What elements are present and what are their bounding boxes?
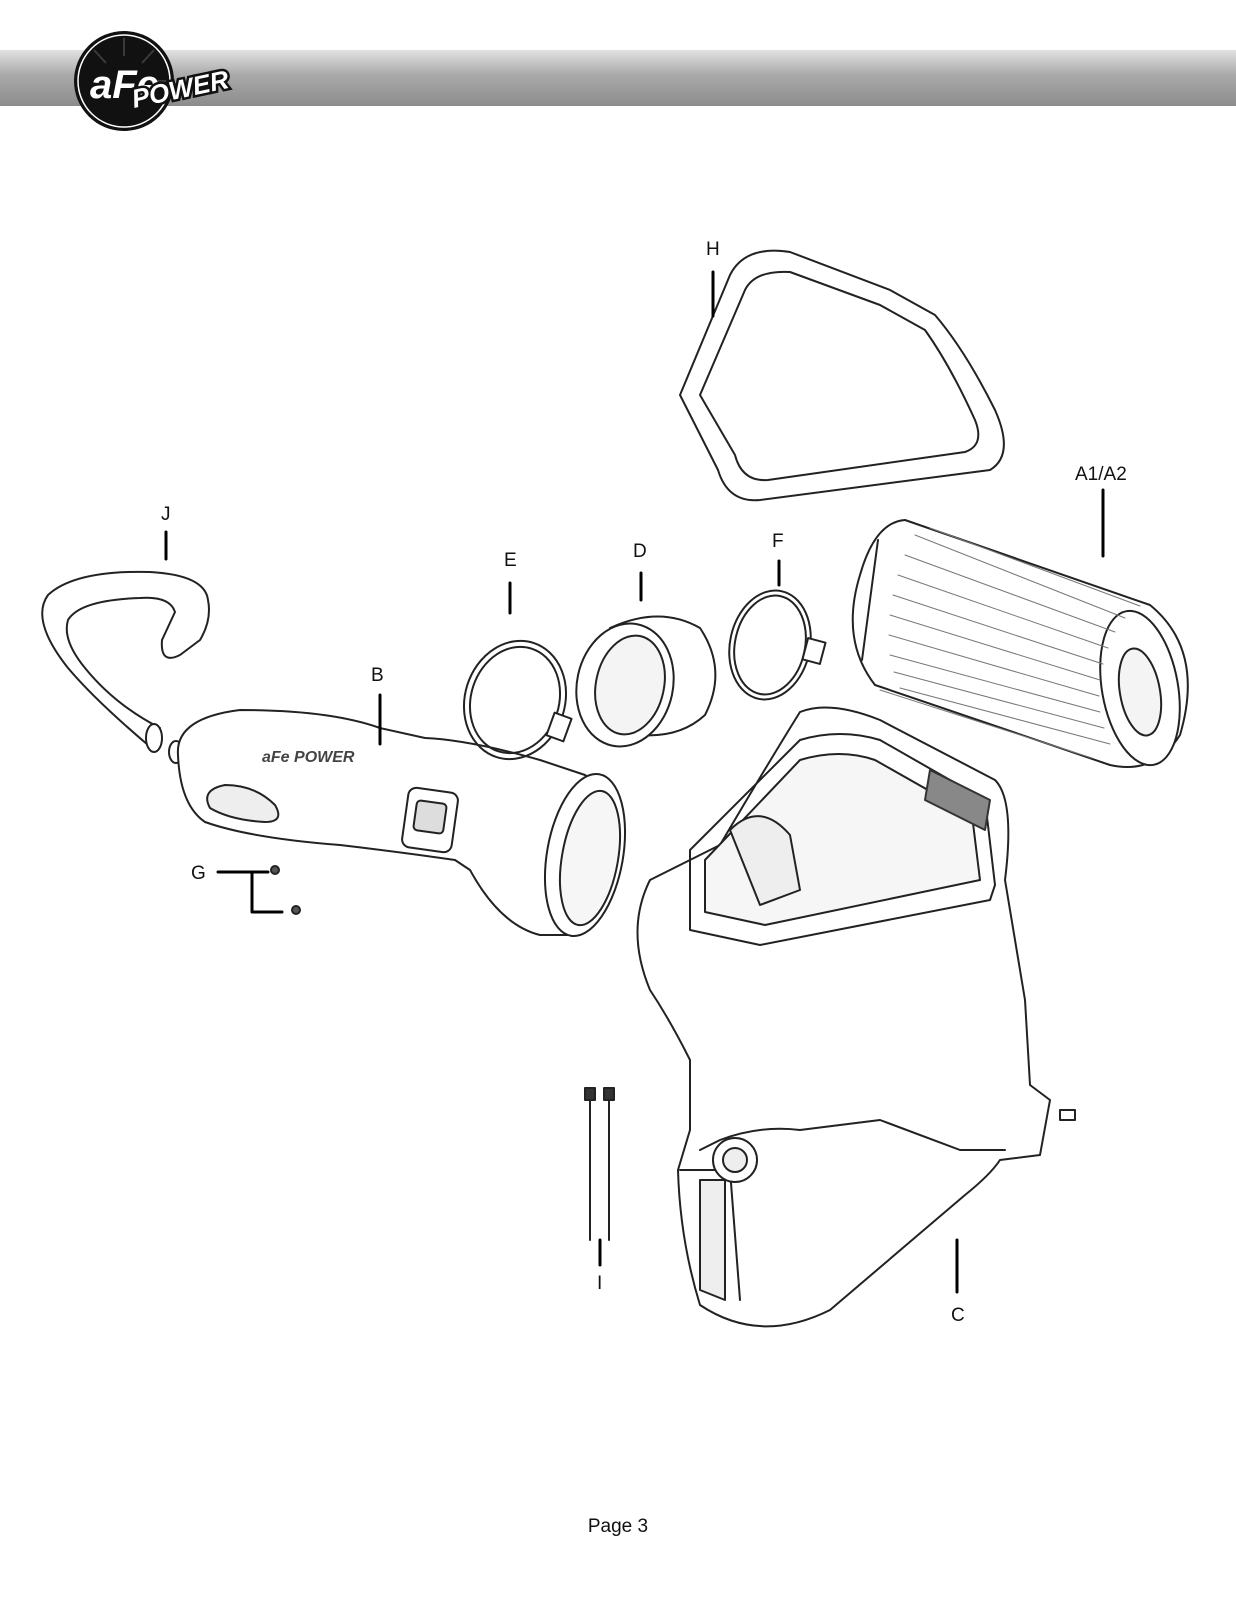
callout-leaders <box>164 270 1105 1294</box>
part-a-air-filter <box>851 519 1189 768</box>
part-h-gasket <box>679 249 1005 502</box>
part-f-clamp <box>728 589 827 701</box>
svg-text:aFe: aFe <box>90 63 159 107</box>
callout-h: H <box>706 239 720 260</box>
callout-a1-a2: A1/A2 <box>1075 464 1127 485</box>
part-i-zip-ties <box>584 1087 615 1241</box>
part-b-intake-tube: aFe POWER <box>176 709 627 938</box>
page-number: Page 3 <box>587 1516 649 1537</box>
part-d-coupler <box>575 615 717 748</box>
part-g-screws <box>270 865 301 915</box>
callout-c: C <box>951 1305 965 1326</box>
part-e-clamp <box>462 639 573 761</box>
callout-e: E <box>504 550 517 571</box>
afe-power-logo: aFe POWER <box>74 31 234 131</box>
callout-g: G <box>191 863 206 884</box>
callout-j: J <box>161 504 171 525</box>
callout-b: B <box>371 665 384 686</box>
callout-d: D <box>633 541 647 562</box>
callout-f: F <box>772 531 784 552</box>
svg-text:aFe POWER: aFe POWER <box>262 749 355 766</box>
header-bar <box>0 50 1236 106</box>
part-c-air-box <box>636 706 1076 1328</box>
callout-i: I <box>597 1273 603 1294</box>
